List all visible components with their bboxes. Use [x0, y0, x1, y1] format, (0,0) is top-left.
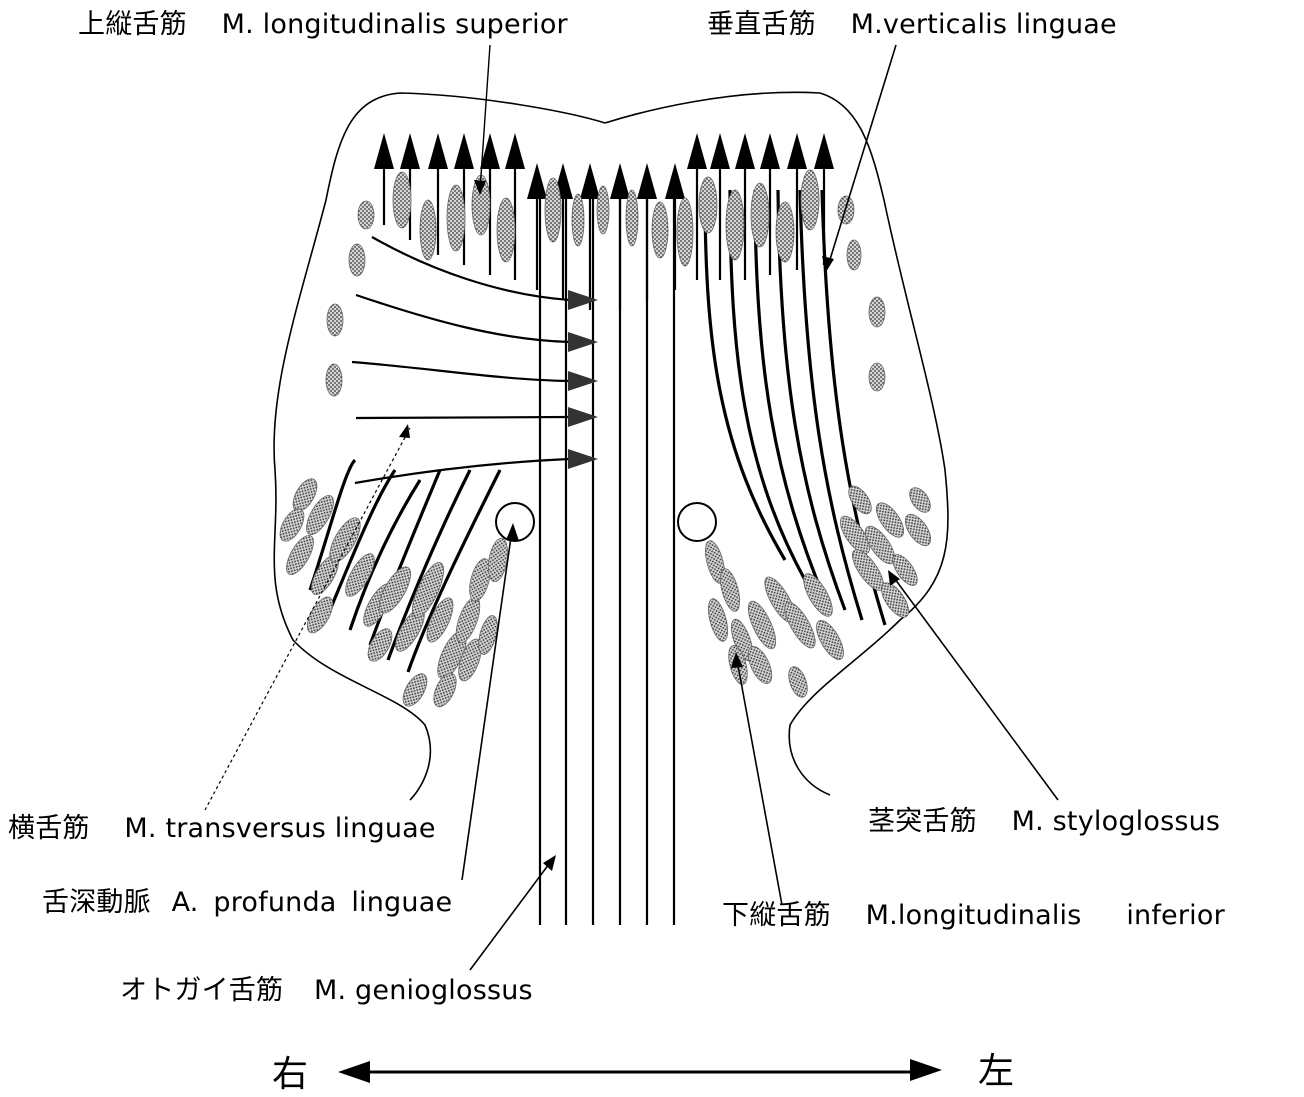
stippled-bundle	[349, 244, 365, 276]
stippled-bundle	[327, 304, 343, 336]
vertical-arrowhead	[710, 133, 730, 169]
vertical-arrowhead	[787, 133, 807, 169]
leader-inf-long	[737, 660, 782, 905]
stippled-bundle	[626, 190, 638, 246]
vertical-arrowhead	[505, 133, 525, 169]
direction-arrow	[338, 1059, 942, 1083]
vertical-arrowhead	[527, 163, 547, 199]
stippled-bundle	[393, 172, 411, 228]
stippled-bundle	[801, 170, 819, 230]
stippled-bundle	[447, 185, 465, 251]
transverse-fiber	[352, 362, 570, 381]
label-genio-jp: オトガイ舌筋	[120, 975, 283, 1006]
label-transverse: 横舌筋 M. transversus linguae	[8, 813, 436, 845]
stippled-bundle	[847, 240, 861, 270]
label-stylo-lat: M. styloglossus	[1012, 806, 1221, 837]
stippled-bundle	[869, 363, 885, 391]
vertical-arrowhead	[374, 133, 394, 169]
stippled-bundle	[429, 670, 461, 710]
stippled-bundle	[751, 183, 769, 247]
stippled-bundle	[358, 201, 374, 229]
stippled-bundle	[776, 202, 794, 262]
vertical-arrowhead	[760, 133, 780, 169]
vertical-arrowhead	[637, 163, 657, 199]
label-inf-long: 下縦舌筋 M.longitudinalis inferior	[722, 900, 1225, 932]
transversus-arrows	[352, 237, 598, 483]
stippled-bundle	[572, 194, 584, 246]
stippled-bundle	[677, 198, 693, 266]
label-vertical: 垂直舌筋 M.verticalis linguae	[707, 9, 1117, 41]
stippled-bundle	[900, 510, 935, 550]
vertical-arrowhead	[665, 163, 685, 199]
stippled-bundle	[811, 616, 849, 663]
label-sup-long: 上縦舌筋 M. longitudinalis superior	[78, 9, 568, 41]
vertical-arrowhead	[610, 163, 630, 199]
label-artery-jp: 舌深動脈	[42, 887, 151, 918]
stippled-bundle	[497, 198, 515, 262]
transverse-fiber	[356, 295, 570, 342]
leader-stylo	[892, 575, 1058, 800]
stippled-bundle	[420, 200, 436, 260]
stippled-bundle	[398, 670, 432, 710]
label-sup-long-jp: 上縦舌筋	[78, 9, 187, 40]
stippled-bundle	[302, 593, 338, 637]
label-sup-long-lat: M. longitudinalis superior	[222, 9, 568, 40]
stippled-bundle	[326, 364, 342, 396]
label-inf-long-lat2: inferior	[1126, 900, 1225, 931]
label-genio-lat: M. genioglossus	[314, 975, 533, 1006]
vertical-arrowhead	[428, 133, 448, 169]
vertical-arrowhead	[814, 133, 834, 169]
artery-circle-left-side	[678, 503, 716, 541]
stippled-bundle	[785, 664, 811, 700]
stippled-bundle	[699, 177, 717, 233]
stippled-bundle	[905, 484, 934, 516]
stippled-bundle	[726, 190, 744, 260]
label-vertical-lat: M.verticalis linguae	[851, 9, 1117, 40]
vertical-arrowhead	[454, 133, 474, 169]
stippled-bundle	[869, 297, 885, 327]
label-stylo: 茎突舌筋 M. styloglossus	[868, 806, 1220, 838]
direction-left-label: 左	[978, 1052, 1014, 1092]
label-artery-lat: A. profunda linguae	[172, 887, 453, 918]
direction-right-label: 右	[272, 1055, 308, 1095]
label-transverse-jp: 横舌筋	[8, 813, 90, 844]
label-artery: 舌深動脈 A. profunda linguae	[42, 887, 452, 919]
transverse-fiber	[356, 417, 570, 418]
vertical-arrowhead	[687, 133, 707, 169]
label-transverse-lat: M. transversus linguae	[124, 813, 435, 844]
stippled-bundle	[597, 186, 609, 234]
leader-vertical	[828, 45, 896, 266]
label-vertical-jp: 垂直舌筋	[707, 9, 816, 40]
vertical-arrowhead	[580, 163, 600, 199]
label-inf-long-jp: 下縦舌筋	[722, 900, 831, 931]
stippled-bundle	[545, 178, 561, 242]
stippled-bundle	[652, 202, 668, 258]
vertical-arrowhead	[400, 133, 420, 169]
stippled-bundle	[363, 625, 397, 665]
label-stylo-jp: 茎突舌筋	[868, 806, 977, 837]
vertical-arrowhead	[735, 133, 755, 169]
label-genio: オトガイ舌筋 M. genioglossus	[120, 975, 533, 1007]
label-inf-long-lat: M.longitudinalis	[866, 900, 1082, 931]
